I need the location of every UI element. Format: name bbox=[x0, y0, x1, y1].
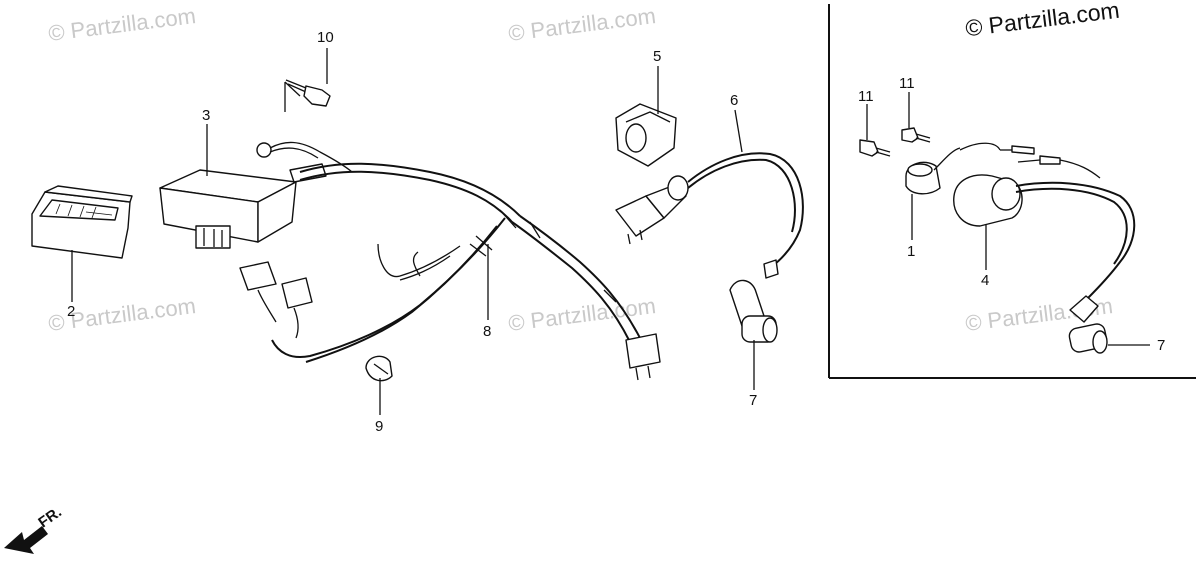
front-arrow-icon bbox=[4, 526, 48, 554]
callout-8: 8 bbox=[483, 323, 492, 340]
inset-frame bbox=[828, 4, 1196, 379]
callout-7: 7 bbox=[749, 392, 758, 409]
part-9-clamp bbox=[365, 355, 393, 382]
callout-6: 6 bbox=[730, 92, 739, 109]
part-7-plug-cap-inset bbox=[1068, 295, 1108, 354]
part-2-cover bbox=[31, 185, 133, 259]
part-8-wire-harness bbox=[239, 162, 661, 381]
leader-lines bbox=[71, 48, 1150, 415]
callout-5: 5 bbox=[653, 48, 662, 65]
callout-3: 3 bbox=[202, 107, 211, 124]
part-7-plug-cap bbox=[729, 279, 778, 343]
part-6-ignition-coil bbox=[615, 152, 804, 279]
part-5-holder bbox=[615, 103, 677, 167]
part-4-coil bbox=[953, 142, 1136, 299]
callout-11: 11 bbox=[858, 88, 874, 105]
callout-1: 1 bbox=[907, 243, 916, 260]
callout-10: 10 bbox=[317, 29, 334, 46]
callout-11: 11 bbox=[899, 75, 915, 92]
part-1-switch bbox=[905, 147, 961, 195]
part-11-bolts bbox=[859, 127, 931, 157]
callout-9: 9 bbox=[375, 418, 384, 435]
part-10-bolt bbox=[285, 79, 331, 107]
callout-7: 7 bbox=[1157, 337, 1166, 354]
callout-2: 2 bbox=[67, 303, 76, 320]
part-3-cdi-unit bbox=[159, 169, 297, 249]
callout-4: 4 bbox=[981, 272, 990, 289]
